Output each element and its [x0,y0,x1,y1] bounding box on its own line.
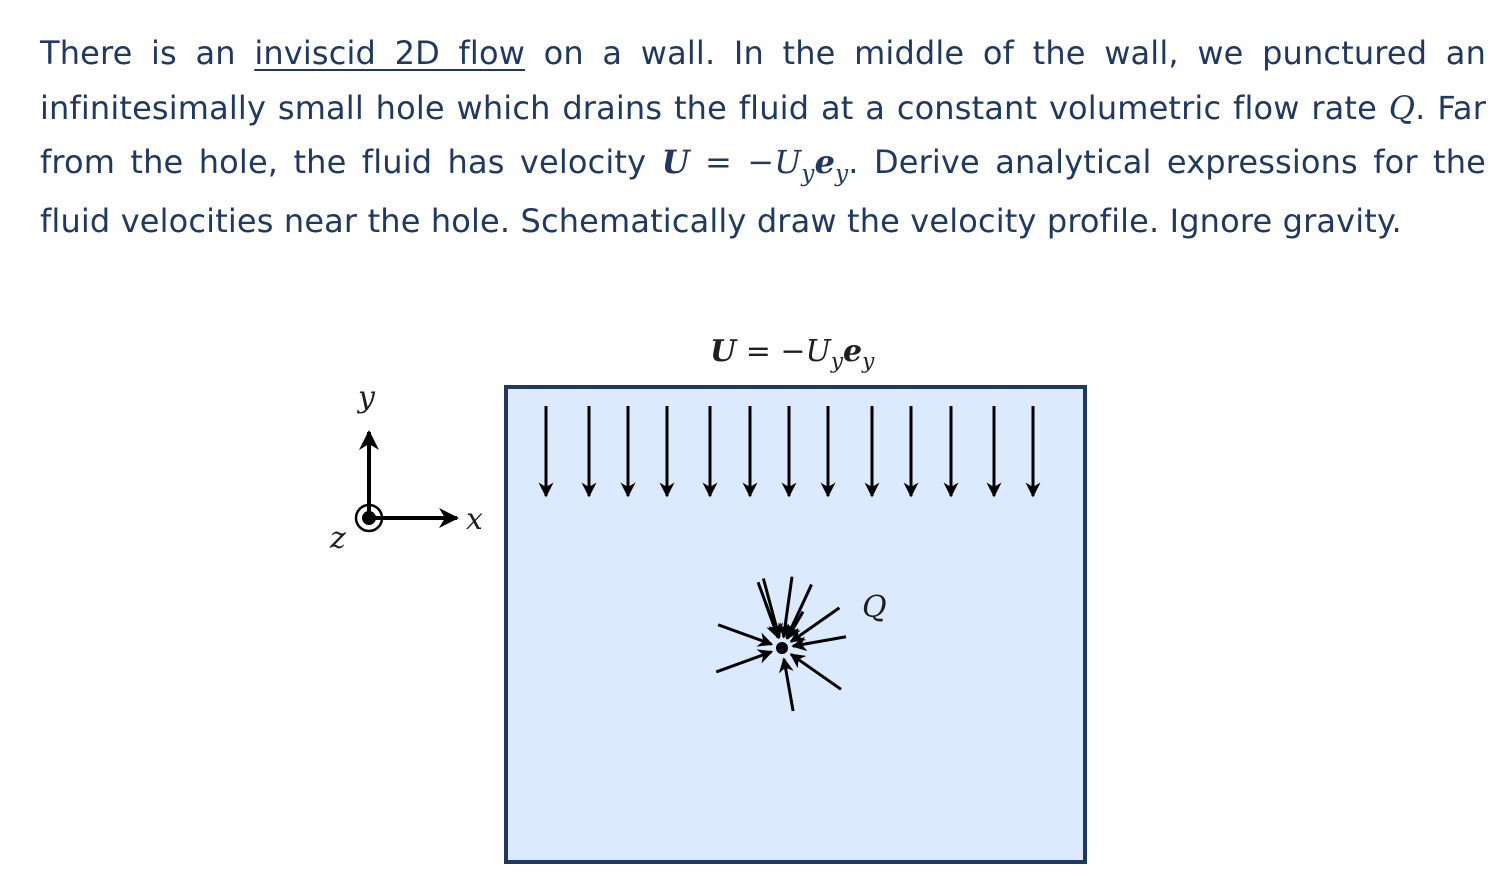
sink-arrow [791,635,847,652]
problem-text-part-2: on a wall. In the middle of the wall, we… [40,34,1486,127]
sink-arrow [786,610,805,640]
sink-arrow [764,602,781,640]
coordinate-axes [354,430,459,533]
sink-arrow [778,657,795,712]
sink-arrow [777,576,794,639]
problem-text-part-4: . Derive analytical expressions for the … [40,143,1486,240]
z-axis-label: z [330,521,346,556]
z-axis-circle [354,503,384,533]
velocity-expression-inline: U = −Uyey [661,143,849,187]
underlined-phrase: inviscid 2D flow [254,34,526,72]
flow-rate-symbol: Q [1388,88,1416,127]
inflow-arrows [538,406,1041,498]
sink-arrow [789,653,842,691]
z-axis-dot [362,511,376,525]
problem-statement: There is an inviscid 2D flow on a wall. … [40,26,1486,248]
far-field-velocity-label: U = −Uyey [710,334,875,374]
sink-arrow [717,623,774,647]
sink-arrows [715,576,847,712]
hole-dot [776,642,788,654]
problem-text-part-1: There is an [40,34,255,72]
y-axis-label: y [358,380,375,415]
problem-text-part-3: . Far from the hole, the fluid has veloc… [40,88,1487,182]
sink-arrow [715,649,774,674]
x-axis-label: x [466,502,483,537]
hole-flow-rate-label: Q [862,590,887,625]
